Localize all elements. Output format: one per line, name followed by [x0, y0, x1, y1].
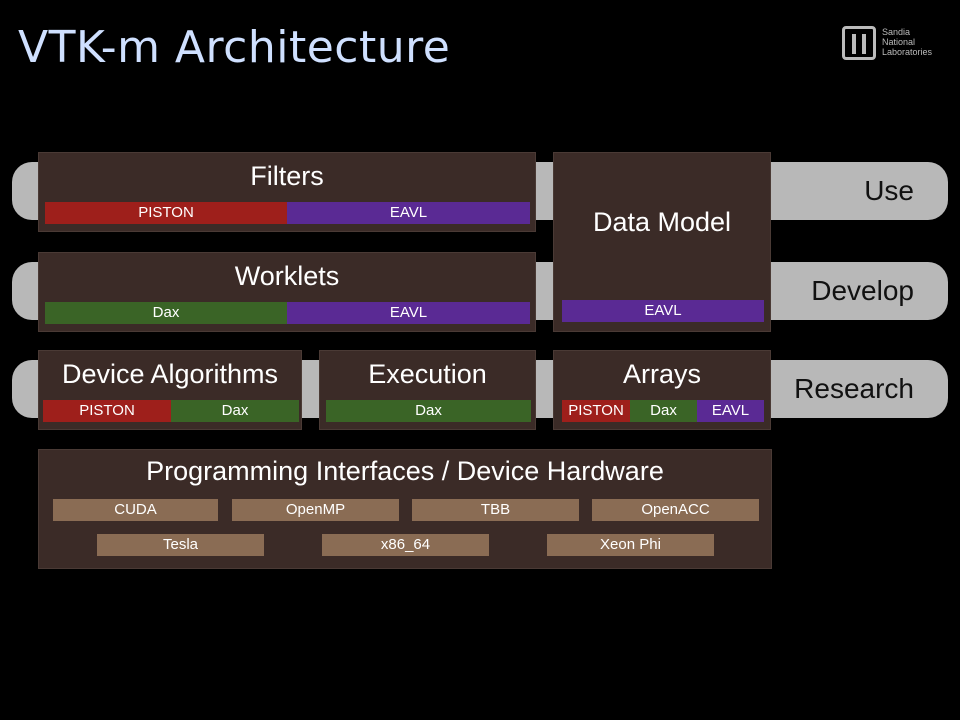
slide-title: VTK-m Architecture [18, 22, 451, 73]
lane-label-use: Use [864, 175, 914, 206]
data-model-eavl: EAVL [562, 300, 764, 322]
worklets-dax: Dax [45, 302, 287, 324]
worklets-bar: Dax EAVL [45, 302, 530, 324]
arrays-eavl: EAVL [697, 400, 764, 422]
hardware-cuda: CUDA [53, 499, 218, 521]
sandia-logo-icon [842, 26, 876, 60]
filters-eavl: EAVL [287, 202, 530, 224]
arrays-bar: PISTON Dax EAVL [562, 400, 764, 422]
device-algorithms-dax: Dax [171, 400, 299, 422]
device-algorithms-piston: PISTON [43, 400, 171, 422]
worklets-title: Worklets [234, 261, 340, 291]
execution-title: Execution [368, 359, 487, 389]
hardware-tbb: TBB [412, 499, 579, 521]
arrays-title: Arrays [622, 359, 701, 389]
arrays-box: Arrays PISTON Dax EAVL [553, 350, 771, 430]
hardware-tesla: Tesla [97, 534, 264, 556]
hardware-title: Programming Interfaces / Device Hardware [146, 456, 664, 486]
execution-box: Execution Dax [319, 350, 536, 430]
execution-dax: Dax [326, 400, 531, 422]
sandia-logo-text: Sandia National Laboratories [882, 27, 933, 57]
hardware-xeon-phi: Xeon Phi [547, 534, 714, 556]
device-algorithms-bar: PISTON Dax [43, 400, 299, 422]
filters-piston: PISTON [45, 202, 287, 224]
data-model-box: Data Model EAVL [553, 152, 771, 332]
hardware-box: Programming Interfaces / Device Hardware… [38, 449, 772, 569]
data-model-bar: EAVL [562, 300, 764, 322]
hardware-openmp: OpenMP [232, 499, 399, 521]
worklets-eavl: EAVL [287, 302, 530, 324]
worklets-box: Worklets Dax EAVL [38, 252, 536, 332]
arrays-piston: PISTON [562, 400, 630, 422]
execution-bar: Dax [326, 400, 531, 422]
lane-label-develop: Develop [811, 275, 914, 306]
lane-label-research: Research [794, 373, 914, 404]
data-model-title: Data Model [592, 207, 732, 237]
sandia-logo: Sandia National Laboratories [842, 26, 942, 66]
filters-box: Filters PISTON EAVL [38, 152, 536, 232]
hardware-openacc: OpenACC [592, 499, 759, 521]
filters-title: Filters [250, 161, 324, 191]
arrays-dax: Dax [630, 400, 697, 422]
device-algorithms-title: Device Algorithms [61, 359, 279, 389]
device-algorithms-box: Device Algorithms PISTON Dax [38, 350, 302, 430]
filters-bar: PISTON EAVL [45, 202, 530, 224]
hardware-x86-64: x86_64 [322, 534, 489, 556]
